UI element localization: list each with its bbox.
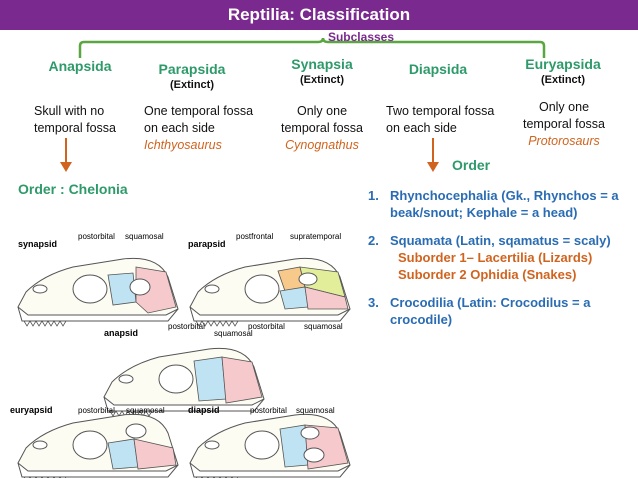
suborder-2: Suborder 2 Ophidia (Snakes)	[398, 267, 577, 282]
suborder-1: Suborder 1– Lacertilia (Lizards)	[398, 250, 593, 265]
diapsida-order-heading: Order	[452, 157, 491, 173]
euryapsida-example: Protorosaurs	[528, 134, 600, 148]
anapsida-order: Order : Chelonia	[18, 181, 128, 197]
euryapsid-label-squamosal: squamosal	[126, 406, 165, 415]
diapsid-label-postorbital: postorbital	[250, 406, 287, 415]
subclass-synapsia-extinct: (Extinct)	[300, 74, 344, 86]
title-bar	[0, 0, 638, 30]
orders-list: 1. Rhynchocephalia (Gk., Rhynchos = a be…	[368, 187, 636, 339]
synapsid-skull	[17, 257, 179, 327]
synapsid-label-postorbital: postorbital	[78, 232, 115, 241]
subclass-euryapsida-extinct: (Extinct)	[541, 74, 585, 86]
parapsid-label-supratemporal: supratemporal	[290, 232, 341, 241]
synapsia-example: Cynognathus	[285, 138, 359, 152]
order-arrows	[60, 138, 439, 172]
subclass-synapsia-name: Synapsia	[291, 56, 353, 72]
anapsid-label-postorbital: postorbital	[168, 322, 205, 331]
euryapsid-skull	[17, 413, 179, 478]
parapsid-title: parapsid	[188, 239, 226, 249]
synapsia-desc: Only one temporal fossa Cynognathus	[272, 103, 372, 154]
subclasses-bracket	[78, 37, 546, 58]
parapsida-example: Ichthyosaurus	[144, 138, 222, 152]
diapsida-desc: Two temporal fossa on each side	[386, 104, 495, 135]
anapsid-skull	[103, 347, 265, 417]
subclass-parapsida-name: Parapsida	[158, 61, 226, 77]
diapsid-label-squamosal: squamosal	[296, 406, 335, 415]
order-item-2: 2. Squamata (Latin, sqamatus = scaly) Su…	[368, 233, 611, 282]
subclasses-label: Subclasses	[327, 30, 395, 44]
parapsida-desc: One temporal fossa on each side Ichthyos…	[144, 103, 264, 154]
subclass-diapsida-name: Diapsida	[408, 61, 468, 77]
anapsida-desc: Skull with no temporal fossa	[34, 104, 116, 135]
subclass-euryapsida-name: Euryapsida	[525, 56, 601, 72]
diapsid-skull	[189, 413, 351, 478]
order-item-1: 1. Rhynchocephalia (Gk., Rhynchos = a be…	[368, 188, 619, 220]
order-item-3: 3. Crocodilia (Latin: Crocodilus = a cro…	[368, 295, 591, 327]
synapsid-label-squamosal: squamosal	[125, 232, 164, 241]
parapsid-label-postfrontal: postfrontal	[236, 232, 274, 241]
parapsid-skull	[189, 257, 351, 327]
euryapsida-desc: Only one temporal fossa Protorosaurs	[514, 99, 614, 150]
euryapsid-title: euryapsid	[10, 405, 53, 415]
euryapsid-label-postorbital: postorbital	[78, 406, 115, 415]
subclass-parapsida-extinct: (Extinct)	[170, 79, 214, 91]
anapsid-title: anapsid	[104, 328, 138, 338]
synapsid-title: synapsid	[18, 239, 57, 249]
parapsid-label-postorbital: postorbital	[248, 322, 285, 331]
diapsid-title: diapsid	[188, 405, 220, 415]
anapsid-label-squamosal: squamosal	[214, 329, 253, 338]
subclass-anapsida-name: Anapsida	[48, 58, 112, 74]
page-title: Reptilia: Classification	[227, 5, 411, 24]
parapsid-label-squamosal: squamosal	[304, 322, 343, 331]
skull-diagrams: synapsid postorbital squamosal parapsid …	[10, 232, 351, 478]
